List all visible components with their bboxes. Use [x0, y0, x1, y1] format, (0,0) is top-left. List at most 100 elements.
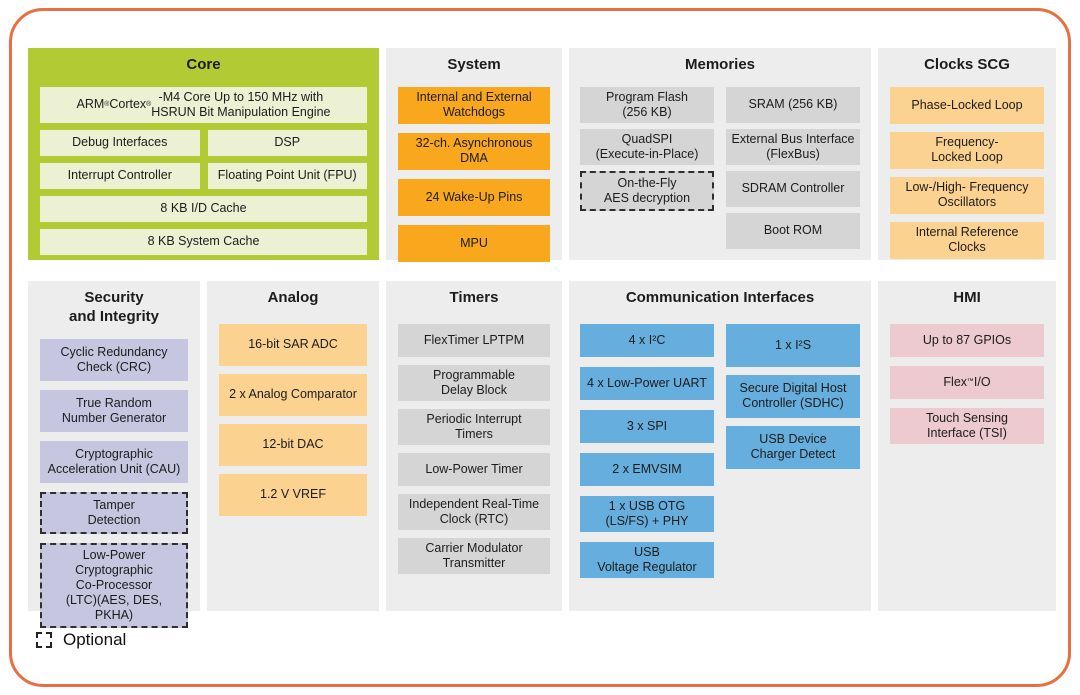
section-title-analog: Analog	[267, 289, 319, 306]
optional-legend: Optional	[36, 630, 1080, 650]
block-row: Up to 87 GPIOs	[890, 323, 1044, 357]
block-debug-interfaces: Debug Interfaces	[40, 129, 200, 156]
block-3-x-spi: 3 x SPI	[580, 409, 714, 443]
block-flextimer-lptpm: FlexTimer LPTPM	[398, 323, 550, 357]
block-frequency: Frequency-Locked Loop	[890, 131, 1044, 169]
block-1-2-v-vref: 1.2 V VREF	[219, 473, 367, 516]
block-up-to-87-gpios: Up to 87 GPIOs	[890, 323, 1044, 357]
block-dsp: DSP	[207, 129, 367, 156]
optional-legend-label: Optional	[63, 630, 127, 649]
block-16-bit-sar-adc: 16-bit SAR ADC	[219, 323, 367, 366]
block-program-flash: Program Flash(256 KB)	[580, 86, 714, 123]
block-row: Phase-Locked Loop	[890, 86, 1044, 124]
block-row: 8 KB I/D Cache	[40, 195, 367, 222]
block-12-bit-dac: 12-bit DAC	[219, 423, 367, 466]
block-row: 1.2 V VREF	[219, 473, 367, 516]
block-phase-locked-loop: Phase-Locked Loop	[890, 86, 1044, 124]
block-row: Debug Interfaces DSP	[40, 129, 367, 156]
block-row: Frequency-Locked Loop	[890, 131, 1044, 169]
block-column: SRAM (256 KB)External Bus Interface(Flex…	[726, 86, 860, 249]
block-row: 12-bit DAC	[219, 423, 367, 466]
section-title-comm: Communication Interfaces	[625, 289, 815, 306]
section-analog: Analog 16-bit SAR ADC 2 x Analog Comparato…	[207, 281, 379, 611]
block-8-kb-system-cache: 8 KB System Cache	[40, 228, 367, 255]
block-row: Low-Power Timer	[398, 452, 550, 486]
section-title-clocks: Clocks SCG	[924, 56, 1010, 73]
block-row: 16-bit SAR ADC	[219, 323, 367, 366]
block-24-wake-up-pins: 24 Wake-Up Pins	[398, 178, 550, 216]
block-low-power-timer: Low-Power Timer	[398, 452, 550, 486]
section-title-system: System	[447, 56, 501, 73]
section-rows: 16-bit SAR ADC 2 x Analog Comparator 12-bi…	[207, 323, 379, 516]
block-8-kb-i-d-cache: 8 KB I/D Cache	[40, 195, 367, 222]
block-2-x-emvsim: 2 x EMVSIM	[580, 452, 714, 486]
section-columns: Program Flash(256 KB)QuadSPI(Execute-in-…	[569, 86, 871, 249]
block-row: 24 Wake-Up Pins	[398, 178, 550, 216]
block-boot-rom: Boot ROM	[726, 212, 860, 249]
block-1-x-i-s: 1 x I²S	[726, 323, 860, 367]
section-title-core: Core	[186, 56, 221, 73]
section-title-memories: Memories	[684, 56, 756, 73]
block-external-bus-interface: External Bus Interface(FlexBus)	[726, 128, 860, 165]
block-row: FlexTimer LPTPM	[398, 323, 550, 357]
block-mpu: MPU	[398, 224, 550, 262]
block-row: 8 KB System Cache	[40, 228, 367, 255]
block-column: Program Flash(256 KB)QuadSPI(Execute-in-…	[580, 86, 714, 211]
block-1-x-usb-otg: 1 x USB OTG(LS/FS) + PHY	[580, 495, 714, 532]
block-row: MPU	[398, 224, 550, 262]
block-row: 2 x Analog Comparator	[219, 373, 367, 416]
block-floating-point-unit-fpu: Floating Point Unit (FPU)	[207, 162, 367, 189]
section-title-timers: Timers	[449, 289, 499, 306]
block-sdram-controller: SDRAM Controller	[726, 170, 860, 207]
block-2-x-analog-comparator: 2 x Analog Comparator	[219, 373, 367, 416]
